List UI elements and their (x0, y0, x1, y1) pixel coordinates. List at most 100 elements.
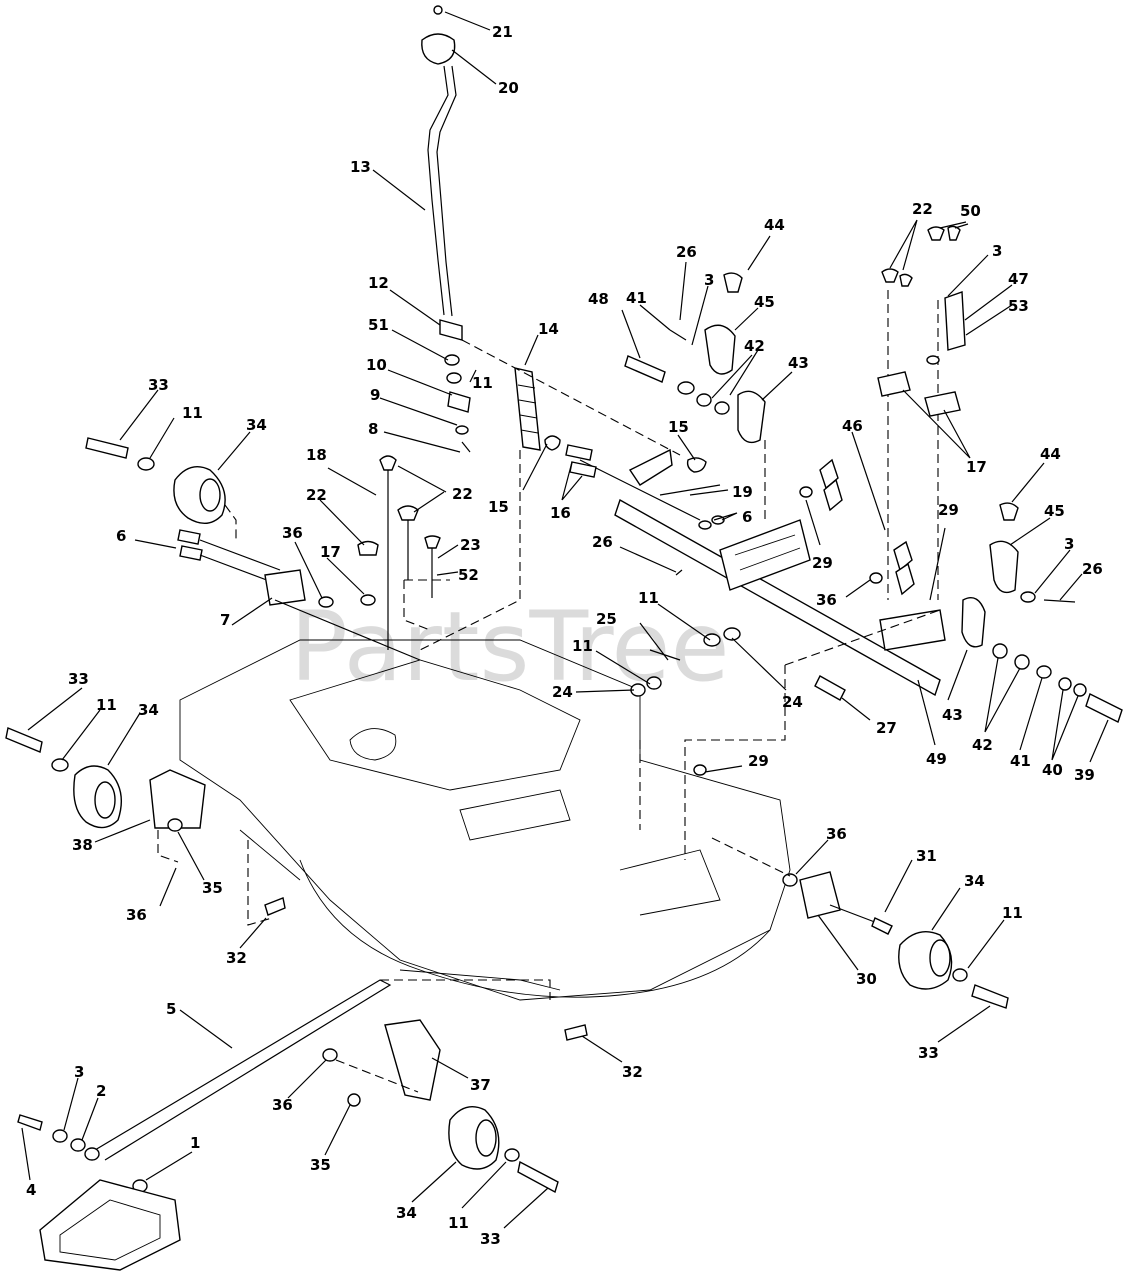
callout-19: 19 (732, 483, 753, 501)
callout-46: 46 (842, 417, 863, 435)
callout-42: 42 (744, 337, 765, 355)
rear-link-assembly (624, 272, 766, 520)
center-lift-hardware (357, 455, 450, 650)
callout-35: 35 (310, 1156, 331, 1174)
callout-35: 35 (202, 879, 223, 897)
callout-24: 24 (552, 683, 573, 701)
callout-16: 16 (550, 504, 571, 522)
callout-labels: 21 20 13 1 2 51 11 10 9 8 14 48 41 26 3 4… (26, 23, 1103, 1248)
callout-22: 22 (452, 485, 473, 503)
callout-4: 4 (26, 1181, 36, 1199)
top-right-hardware (877, 225, 966, 417)
callout-17: 17 (966, 458, 987, 476)
callout-43: 43 (942, 706, 963, 724)
callout-45: 45 (754, 293, 775, 311)
callout-1: 1 (190, 1134, 200, 1152)
front-bracket-assembly (177, 529, 421, 661)
callout-44: 44 (1040, 445, 1061, 463)
callout-11: 11 (96, 696, 117, 714)
lift-shaft (544, 435, 946, 697)
callout-40: 40 (1042, 761, 1063, 779)
callout-9: 9 (370, 386, 380, 404)
callout-20: 20 (498, 79, 519, 97)
callout-29: 29 (812, 554, 833, 572)
callout-14: 14 (538, 320, 559, 338)
callout-11: 11 (1002, 904, 1023, 922)
callout-30: 30 (856, 970, 877, 988)
callout-15: 15 (488, 498, 509, 516)
callout-27: 27 (876, 719, 897, 737)
callout-23: 23 (460, 536, 481, 554)
wheel-right (693, 764, 1009, 1009)
callout-37: 37 (470, 1076, 491, 1094)
callout-33: 33 (148, 376, 169, 394)
callout-11: 11 (472, 374, 493, 392)
callout-34: 34 (396, 1204, 417, 1222)
callout-26: 26 (676, 243, 697, 261)
callout-34: 34 (246, 416, 267, 434)
callout-3: 3 (992, 242, 1002, 260)
rear-assembly (17, 979, 588, 1271)
callout-29: 29 (938, 501, 959, 519)
callout-3: 3 (704, 271, 714, 289)
center-bolt-hardware (630, 569, 941, 860)
callout-50: 50 (960, 202, 981, 220)
callout-11: 11 (572, 637, 593, 655)
callout-7: 7 (220, 611, 230, 629)
callout-41: 41 (626, 289, 647, 307)
callout-29: 29 (748, 752, 769, 770)
wheel-left (5, 727, 286, 926)
callout-24: 24 (782, 693, 803, 711)
callout-52: 52 (458, 566, 479, 584)
callout-45: 45 (1044, 502, 1065, 520)
callout-51: 51 (368, 316, 389, 334)
callout-11: 11 (638, 589, 659, 607)
callout-26: 26 (592, 533, 613, 551)
callout-53: 53 (1008, 297, 1029, 315)
callout-33: 33 (68, 670, 89, 688)
callout-8: 8 (368, 420, 378, 438)
handle-pivot-hardware (439, 319, 471, 453)
callout-44: 44 (764, 216, 785, 234)
right-bolt-stack (961, 597, 1123, 723)
callout-32: 32 (226, 949, 247, 967)
callout-2: 2 (96, 1082, 106, 1100)
callout-32: 32 (622, 1063, 643, 1081)
callout-3: 3 (74, 1063, 84, 1081)
callout-33: 33 (918, 1044, 939, 1062)
callout-47: 47 (1008, 270, 1029, 288)
callout-21: 21 (492, 23, 513, 41)
callout-18: 18 (306, 446, 327, 464)
lift-chains (799, 290, 939, 600)
right-side-link (989, 502, 1076, 603)
callout-34: 34 (138, 701, 159, 719)
callout-41: 41 (1010, 752, 1031, 770)
callout-13: 13 (350, 158, 371, 176)
callout-42: 42 (972, 736, 993, 754)
callout-48: 48 (588, 290, 609, 308)
callout-36: 36 (272, 1096, 293, 1114)
callout-38: 38 (72, 836, 93, 854)
callout-33: 33 (480, 1230, 501, 1248)
callout-15: 15 (668, 418, 689, 436)
callout-36: 36 (816, 591, 837, 609)
mower-deck (179, 639, 791, 1001)
leader-lines (21, 11, 1109, 1229)
callout-25: 25 (596, 610, 617, 628)
callout-22: 22 (912, 200, 933, 218)
lift-handle (421, 5, 457, 317)
callout-36: 36 (826, 825, 847, 843)
callout-43: 43 (788, 354, 809, 372)
callout-22: 22 (306, 486, 327, 504)
callout-26: 26 (1082, 560, 1103, 578)
wheel-front-left-top (85, 437, 237, 540)
callout-10: 10 (366, 356, 387, 374)
callout-3: 3 (1064, 535, 1074, 553)
spring (514, 367, 541, 451)
callout-6: 6 (116, 527, 126, 545)
callout-39: 39 (1074, 766, 1095, 784)
callout-6: 6 (742, 508, 752, 526)
callout-36: 36 (282, 524, 303, 542)
callout-49: 49 (926, 750, 947, 768)
